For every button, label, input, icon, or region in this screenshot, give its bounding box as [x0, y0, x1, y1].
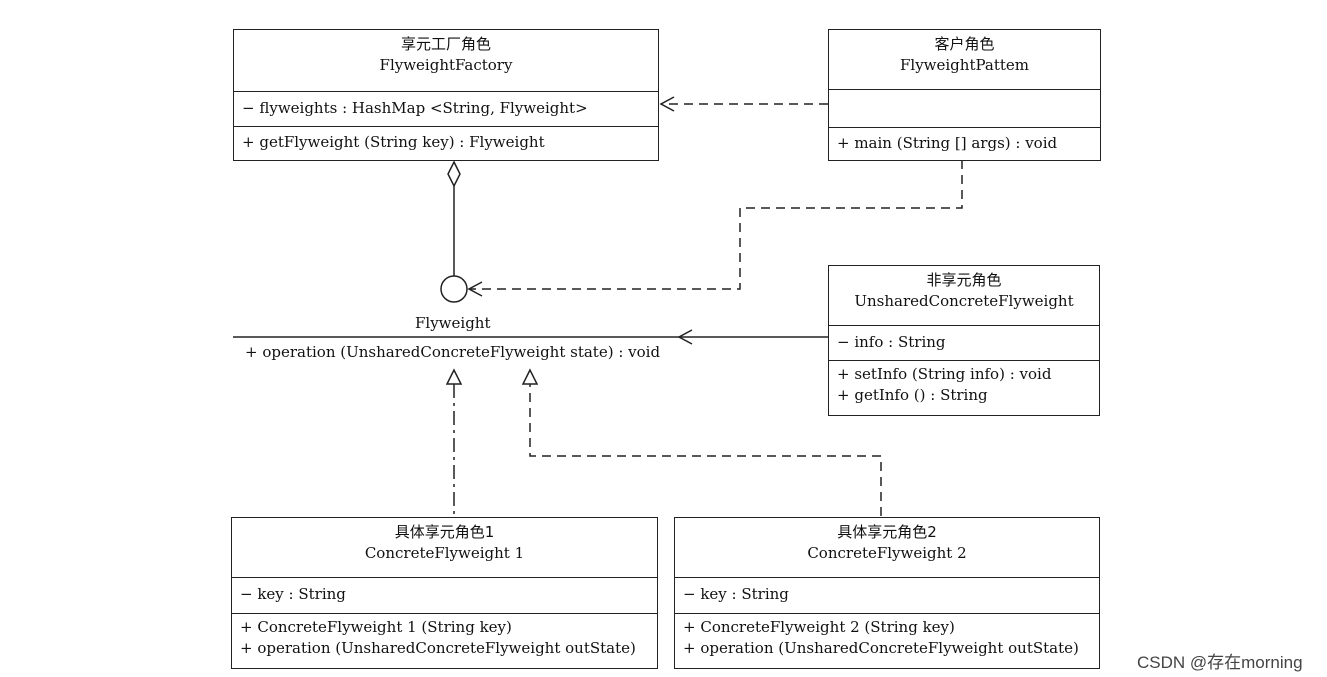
concrete1-method: + ConcreteFlyweight 1 (String key) — [240, 618, 512, 636]
watermark-text: CSDN @存在morning — [1137, 653, 1303, 672]
concrete1-title-cn: 具体享元角色1 — [394, 523, 495, 541]
unshared-method: + setInfo (String info) : void — [837, 365, 1052, 383]
client-factory-arrowhead — [659, 96, 675, 112]
unshared-attributes: − info : String — [829, 325, 1099, 360]
unshared-arrowhead — [677, 329, 693, 345]
concrete2-title-en: ConcreteFlyweight 2 — [807, 544, 967, 562]
factory-attribute: − flyweights : HashMap <String, Flyweigh… — [242, 99, 588, 117]
unshared-methods: + setInfo (String info) : void + getInfo… — [829, 360, 1099, 414]
unshared-method: + getInfo () : String — [837, 386, 988, 404]
factory-title-en: FlyweightFactory — [379, 56, 513, 74]
concrete1-attributes: − key : String — [232, 577, 657, 613]
unshared-title-cn: 非享元角色 — [926, 271, 1002, 289]
client-flyweight-arrowhead — [467, 281, 483, 297]
concrete1-header: 具体享元角色1 ConcreteFlyweight 1 — [232, 518, 657, 577]
unshared-attribute: − info : String — [837, 333, 946, 351]
concrete2-method: + ConcreteFlyweight 2 (String key) — [683, 618, 955, 636]
concrete2-attributes: − key : String — [675, 577, 1099, 613]
client-header: 客户角色 FlyweightPattem — [829, 30, 1100, 89]
factory-attributes: − flyweights : HashMap <String, Flyweigh… — [234, 91, 658, 126]
realization-arrow-2 — [521, 368, 539, 385]
concrete2-title-cn: 具体享元角色2 — [837, 523, 937, 541]
concrete-flyweight-2-box: 具体享元角色2 ConcreteFlyweight 2 − key : Stri… — [674, 517, 1100, 669]
client-methods: + main (String [] args) : void — [829, 127, 1100, 160]
factory-methods: + getFlyweight (String key) : Flyweight — [234, 126, 658, 160]
client-title-cn: 客户角色 — [934, 35, 995, 53]
concrete1-title-en: ConcreteFlyweight 1 — [364, 544, 525, 562]
client-title-en: FlyweightPattem — [899, 56, 1029, 74]
factory-header: 享元工厂角色 FlyweightFactory — [234, 30, 658, 91]
unshared-header: 非享元角色 UnsharedConcreteFlyweight — [829, 266, 1099, 325]
concrete2-attribute: − key : String — [683, 585, 789, 603]
interface-circle — [440, 275, 468, 303]
concrete2-header: 具体享元角色2 ConcreteFlyweight 2 — [675, 518, 1099, 577]
concrete2-method: + operation (UnsharedConcreteFlyweight o… — [683, 639, 1079, 657]
flyweight-interface-name: Flyweight — [415, 314, 491, 332]
aggregation-diamond — [447, 160, 461, 188]
realization-line-2 — [529, 384, 882, 516]
concrete1-methods: + ConcreteFlyweight 1 (String key) + ope… — [232, 613, 657, 667]
client-attributes — [829, 89, 1100, 127]
flyweight-interface-operation: + operation (UnsharedConcreteFlyweight s… — [245, 343, 661, 361]
concrete1-attribute: − key : String — [240, 585, 346, 603]
concrete1-method: + operation (UnsharedConcreteFlyweight o… — [240, 639, 636, 657]
client-method: + main (String [] args) : void — [837, 134, 1058, 152]
factory-title-cn: 享元工厂角色 — [400, 35, 491, 53]
realization-arrow-1 — [445, 368, 463, 385]
flyweight-factory-box: 享元工厂角色 FlyweightFactory − flyweights : H… — [233, 29, 659, 161]
unshared-box: 非享元角色 UnsharedConcreteFlyweight − info :… — [828, 265, 1100, 416]
factory-method: + getFlyweight (String key) : Flyweight — [242, 133, 545, 151]
concrete-flyweight-1-box: 具体享元角色1 ConcreteFlyweight 1 − key : Stri… — [231, 517, 658, 669]
unshared-title-en: UnsharedConcreteFlyweight — [854, 292, 1074, 310]
client-box: 客户角色 FlyweightPattem + main (String [] a… — [828, 29, 1101, 161]
client-flyweight-dependency — [470, 160, 963, 290]
concrete2-methods: + ConcreteFlyweight 2 (String key) + ope… — [675, 613, 1099, 667]
